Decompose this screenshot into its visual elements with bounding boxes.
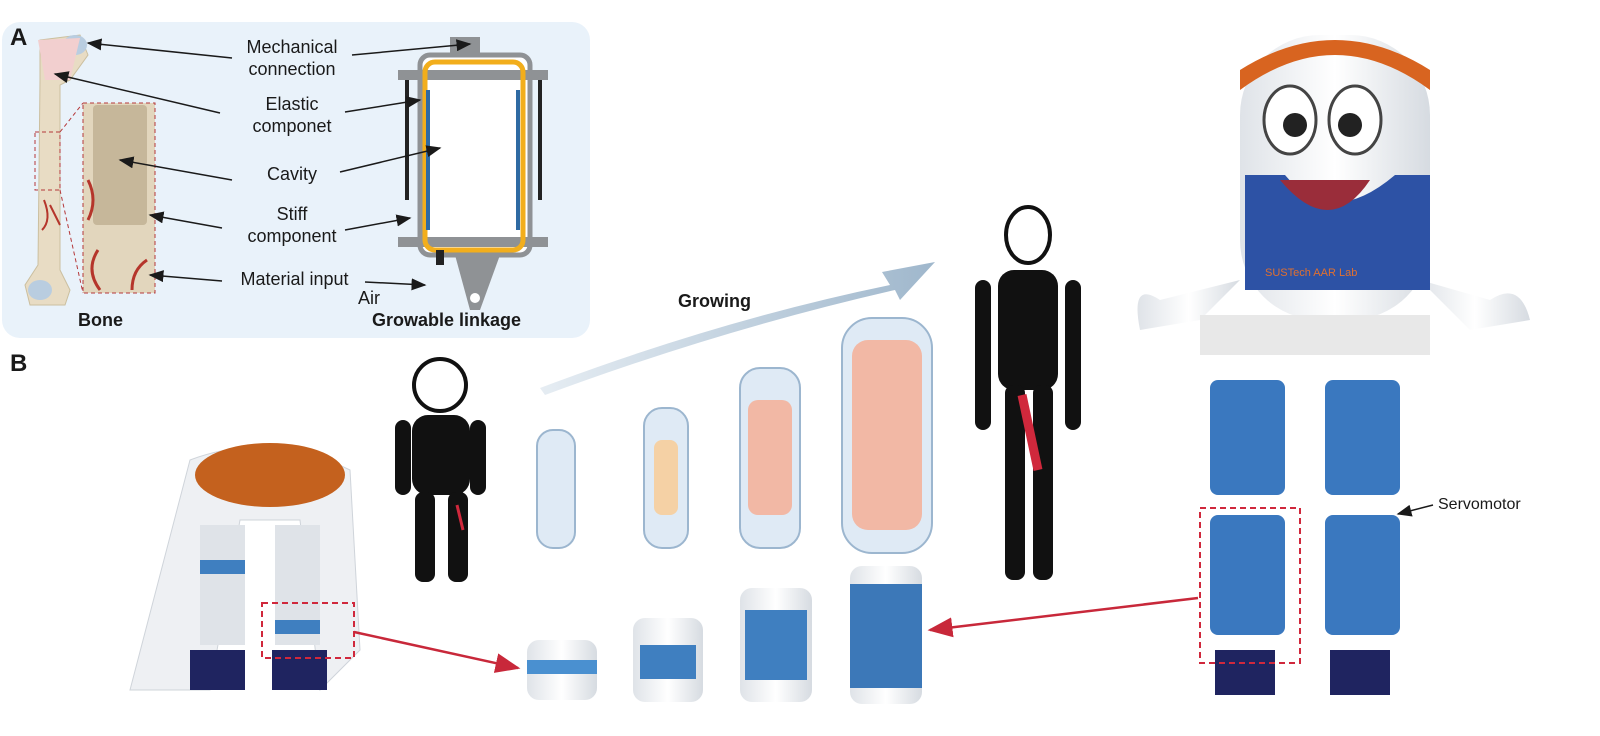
panel-a-arrows [53, 38, 472, 291]
linkage-stages [527, 566, 922, 704]
bone-illustration [24, 34, 156, 306]
bone-growth-stages [536, 317, 933, 554]
robot-logo-text: SUSTech AAR Lab [1265, 267, 1358, 279]
label-growing: Growing [678, 291, 751, 311]
growing-arrow [540, 262, 935, 395]
small-robot [129, 443, 361, 692]
caption-bone: Bone [78, 310, 123, 330]
linkage-illustration [398, 37, 548, 310]
label-line: connection [248, 59, 336, 79]
label-line: Stiff [276, 204, 308, 224]
label-cavity: Cavity [266, 164, 317, 184]
label-line: component [247, 226, 337, 246]
caption-growable-linkage: Growable linkage [372, 310, 522, 330]
label-line: componet [252, 116, 332, 136]
panel-b-letter: B [10, 350, 28, 377]
red-arrow-left [353, 630, 521, 673]
red-arrow-right [927, 596, 1199, 638]
child-skeleton [395, 357, 486, 582]
panel-a-letter: A [10, 24, 28, 51]
label-line: Mechanical [246, 37, 338, 57]
label-material-input: Material input [240, 269, 349, 289]
adult-skeleton [975, 205, 1081, 580]
large-robot [1137, 35, 1530, 695]
servomotor-pointer [1396, 504, 1434, 517]
label-servomotor: Servomotor [1438, 496, 1521, 513]
label-line: Elastic [265, 94, 319, 114]
label-air: Air [358, 288, 380, 308]
